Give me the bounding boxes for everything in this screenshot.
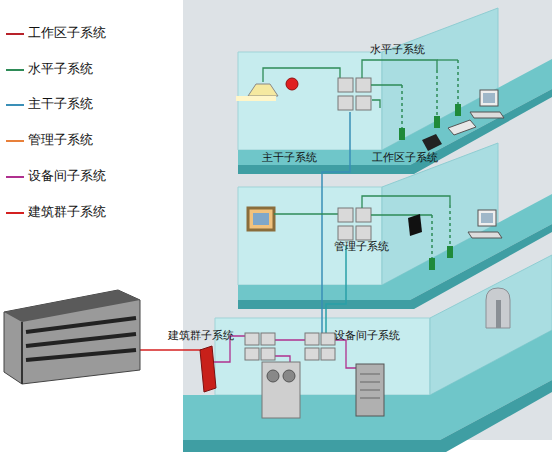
horizontal-cable (263, 68, 340, 82)
patch-panel (338, 208, 353, 222)
patch-panel (261, 348, 275, 360)
wall-outlet (429, 258, 435, 270)
cabinet-fan (267, 370, 279, 382)
patch-panel (356, 226, 371, 240)
wall-outlet (434, 116, 440, 128)
legend-text: 设备间子系统 (28, 168, 106, 184)
lamp-light (236, 96, 276, 101)
legend-text: 工作区子系统 (28, 25, 106, 41)
building-edge (21, 322, 23, 384)
backbone-cable (326, 246, 346, 340)
wall-outlet (447, 246, 453, 258)
telephone (408, 214, 422, 236)
callout-label: 工作区子系统 (372, 151, 438, 164)
callout-label: 建筑群子系统 (168, 329, 234, 342)
horizontal-cable (402, 60, 458, 130)
callout-label: 水平子系统 (370, 43, 425, 56)
legend-swatch (6, 33, 24, 35)
patch-panel (356, 78, 371, 92)
floor-slab (238, 59, 552, 165)
patch-panel (305, 333, 319, 345)
server (356, 364, 384, 416)
wall-outlet (399, 128, 405, 140)
legend-text: 水平子系统 (28, 61, 93, 77)
legend-swatch (6, 104, 24, 106)
floor-edge (238, 89, 552, 174)
patch-panel (245, 333, 259, 345)
patch-panel (356, 96, 371, 110)
alarm-sensor (286, 78, 298, 90)
horizontal-cable (362, 196, 450, 215)
horizontal-cable (362, 60, 437, 108)
patch-panel (338, 96, 353, 110)
picture-content (253, 213, 269, 225)
legend-text: 管理子系统 (28, 132, 93, 148)
legend-text: 主干子系统 (28, 96, 93, 112)
callout-label: 设备间子系统 (334, 329, 400, 342)
pc-base (468, 232, 502, 238)
cabinet-fan (283, 370, 295, 382)
telephone (422, 134, 442, 151)
back-wall (183, 0, 552, 440)
pc-base (470, 112, 504, 118)
callout-label: 主干子系统 (262, 151, 317, 164)
legend-swatch (6, 140, 24, 142)
printer (448, 120, 476, 135)
tower-icon (486, 288, 510, 328)
horizontal-cable (437, 59, 458, 60)
horizontal-cable (274, 213, 338, 214)
legend-swatch (6, 176, 24, 178)
floor-slab (183, 330, 552, 440)
pc-monitor (480, 90, 498, 106)
legend-swatch (6, 212, 24, 214)
campus-cable (140, 349, 202, 351)
building-roof (4, 290, 140, 322)
patch-panel (356, 208, 371, 222)
patch-panel (321, 333, 335, 345)
patch-panel (305, 348, 319, 360)
wall-outlet (455, 104, 461, 116)
campus-building (4, 290, 140, 384)
server-slots (360, 374, 380, 398)
room-wall (238, 187, 382, 285)
ceiling-lamp (248, 84, 278, 96)
patch-panel (245, 348, 259, 360)
legend-swatch (6, 69, 24, 71)
building-windows (26, 318, 136, 360)
legend-text: 建筑群子系统 (28, 204, 106, 220)
callout-label: 管理子系统 (334, 240, 389, 253)
patch-panel (338, 226, 353, 240)
picture-frame (248, 208, 274, 230)
pc-monitor (478, 210, 496, 226)
equipment-cabinet (262, 362, 300, 418)
distribution-box (200, 346, 216, 392)
patch-panel (338, 78, 353, 92)
patch-panel (261, 333, 275, 345)
patch-panel (321, 348, 335, 360)
pc-screen (483, 93, 495, 103)
tower-icon (496, 300, 501, 328)
pc-screen (481, 213, 493, 223)
